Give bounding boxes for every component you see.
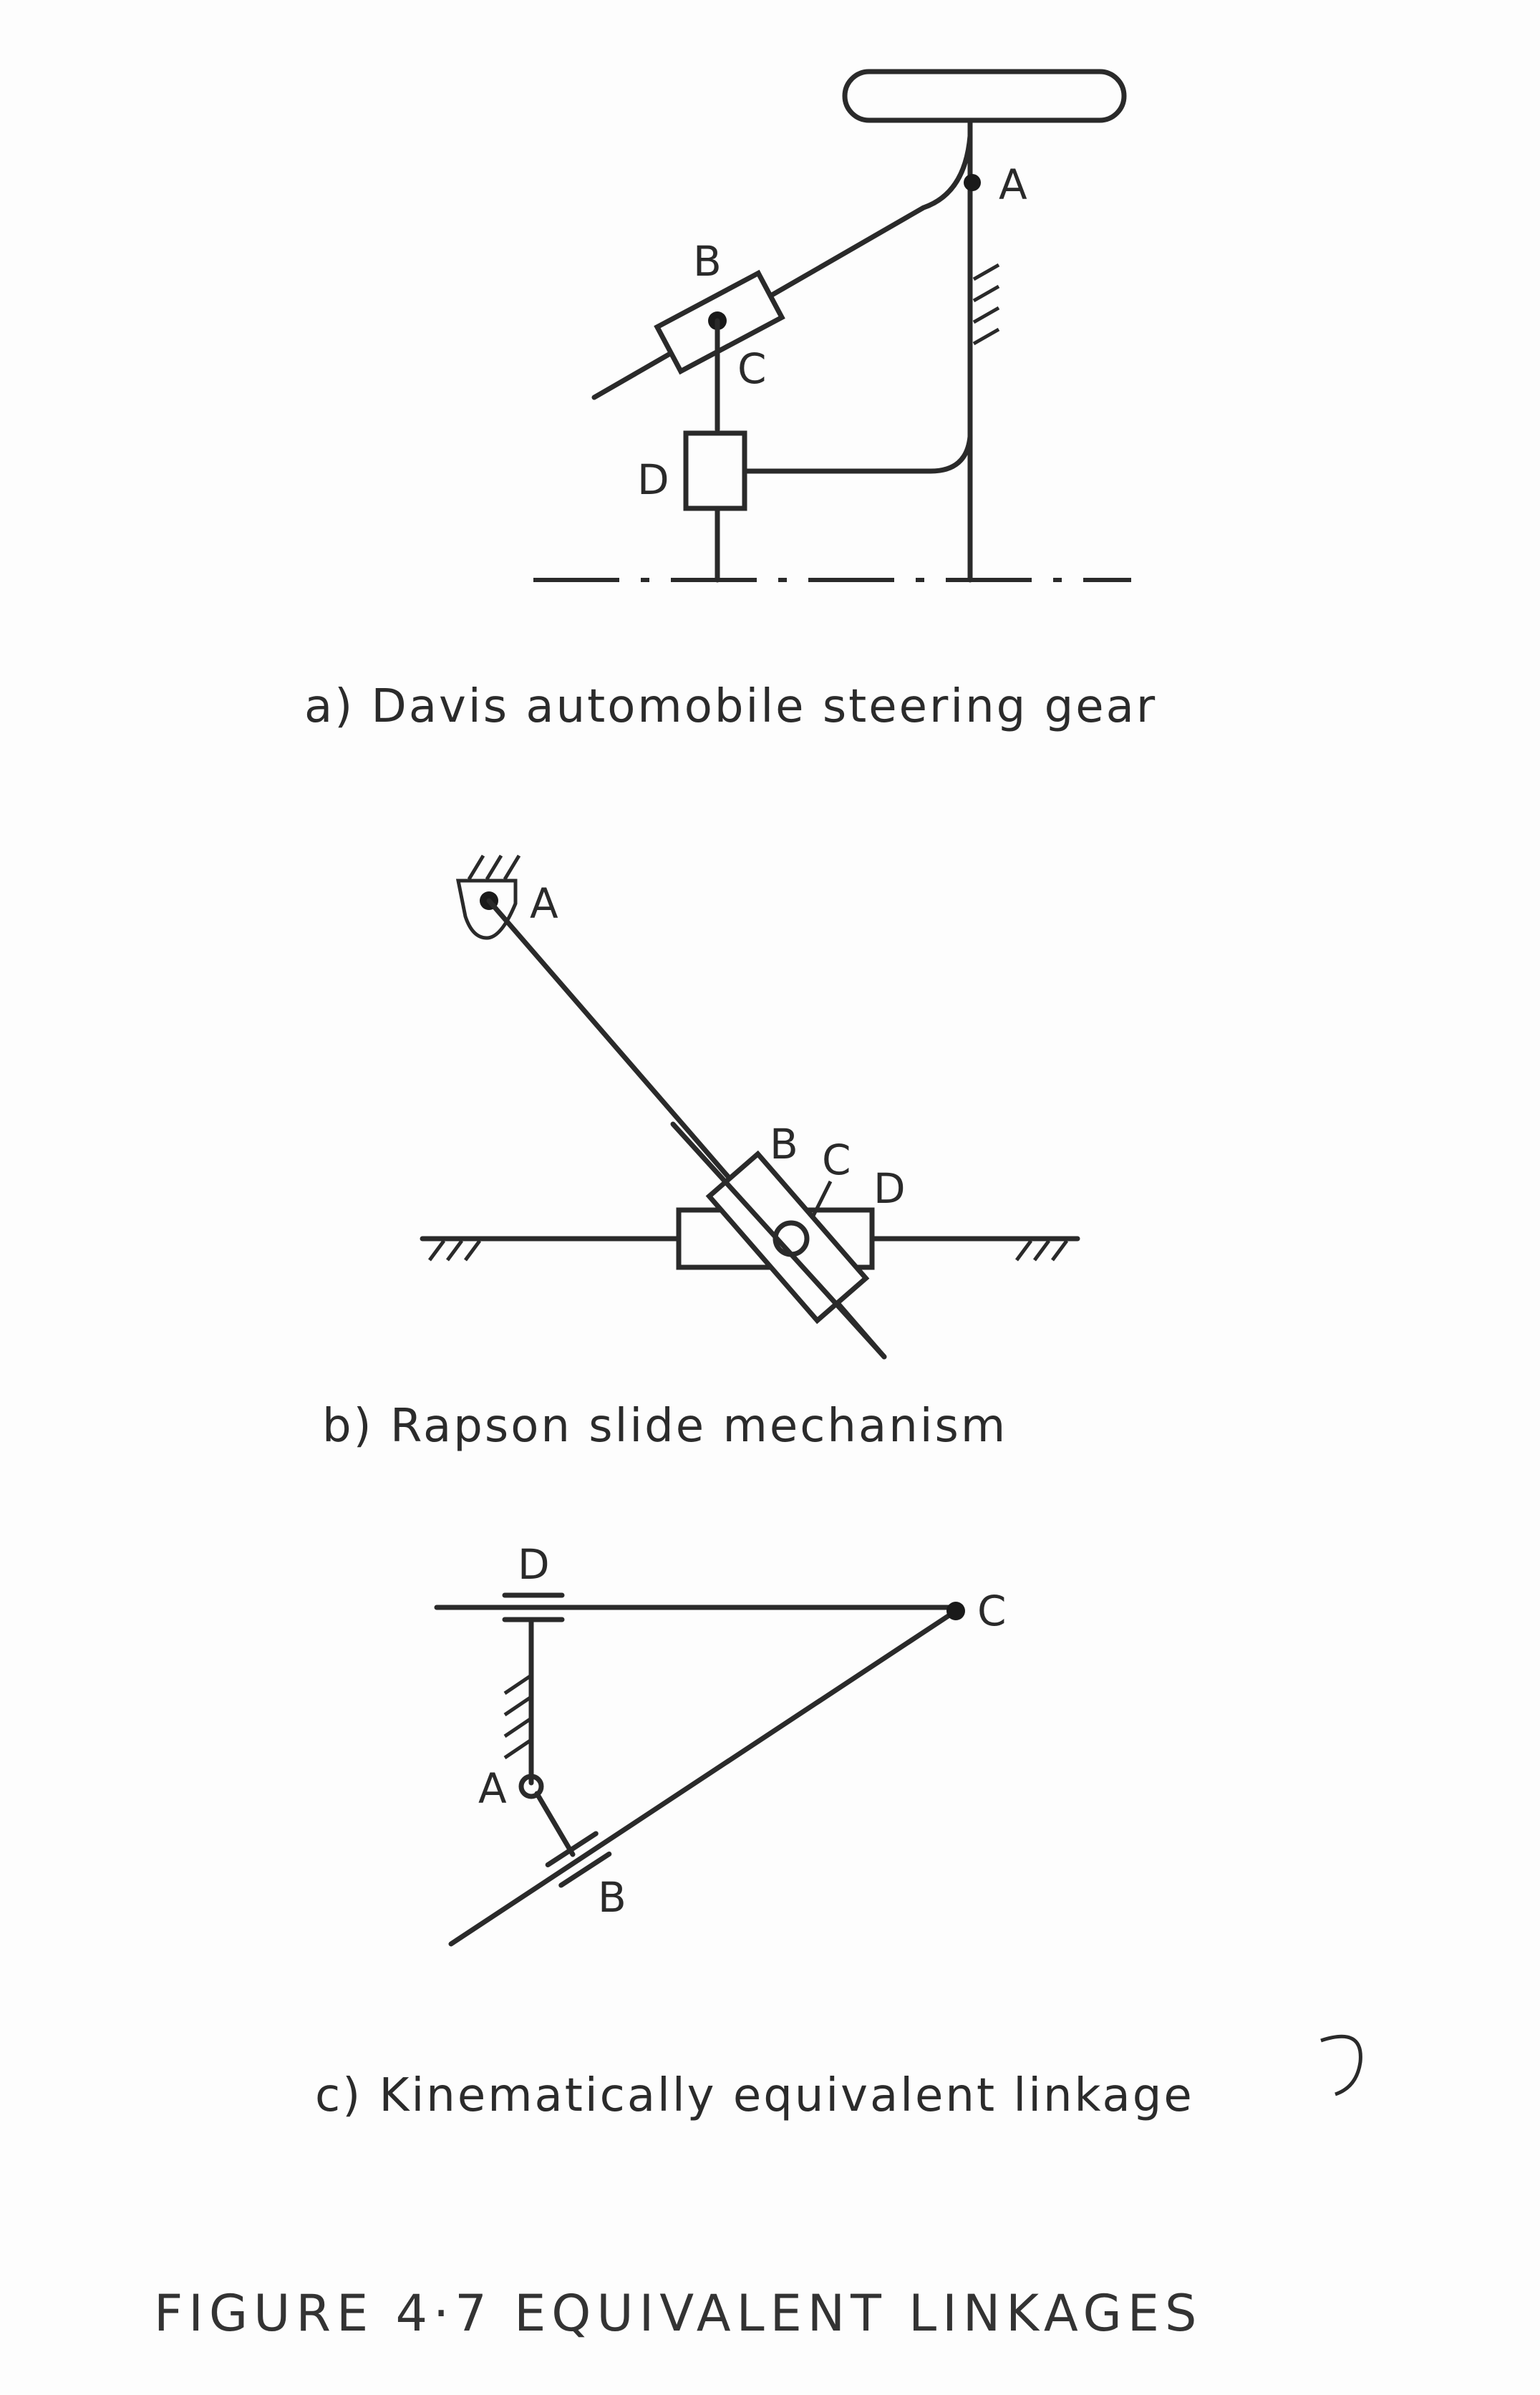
diagram-b-label-c: C (822, 1136, 851, 1184)
diagram-b-label-d: D (873, 1164, 906, 1213)
diagram-a-slider-d (683, 430, 747, 511)
diagram-a-pin-a (964, 174, 981, 191)
diagram-c-pin-c (946, 1602, 965, 1620)
diagram-b-support-a (455, 879, 518, 940)
diagram-c-ground-hatch (503, 1673, 533, 1760)
diagram-a-top-bar (842, 69, 1127, 123)
diagram-a-horizontal-rod (742, 434, 973, 474)
diagram-b-c-leader (810, 1180, 833, 1219)
diagram-a-label-b: B (693, 237, 722, 286)
diagram-c-label-c: C (977, 1587, 1007, 1635)
diagram-c-slider-b (545, 1831, 612, 1888)
diagram-c-label-d: D (518, 1540, 550, 1589)
caption-c: c) Kinematically equivalent linkage (315, 2069, 1194, 2122)
caption-a: a) Davis automobile steering gear (304, 680, 1158, 733)
diagram-c-link-ab (534, 1791, 576, 1857)
diagram-a-label-d: D (637, 455, 669, 504)
diagram-a-ground-hatch (972, 263, 1000, 346)
diagram-b-ground-hatch-right (1014, 1239, 1069, 1262)
diagram-c: D C A B (434, 1540, 1007, 1947)
diagram-b-label-b: B (770, 1120, 798, 1169)
diagram-c-pin-a (518, 1774, 544, 1799)
margin-mark (1320, 2034, 1362, 2096)
figure-title: FIGURE 4·7 EQUIVALENT LINKAGES (154, 2284, 1203, 2343)
caption-b: b) Rapson slide mechanism (322, 1400, 1008, 1453)
diagram-c-label-b: B (598, 1873, 626, 1922)
diagram-b-pin-c (773, 1220, 810, 1257)
diagram-a-label-c: C (737, 344, 767, 393)
diagram-b-ground-hatch-left (427, 1239, 482, 1262)
diagram-b-support-hatch (467, 854, 521, 881)
diagram-b: A B C D (420, 854, 1080, 1360)
diagram-c-label-a: A (478, 1764, 507, 1813)
diagram-b-label-a: A (530, 879, 558, 928)
diagram-a-inclined-arm (591, 133, 973, 400)
diagram-c-inclined-line (448, 1608, 959, 1947)
diagram-b-bar-through-block (670, 1121, 887, 1360)
diagram-a: A B C D (533, 69, 1131, 583)
diagram-a-label-a: A (999, 160, 1027, 209)
